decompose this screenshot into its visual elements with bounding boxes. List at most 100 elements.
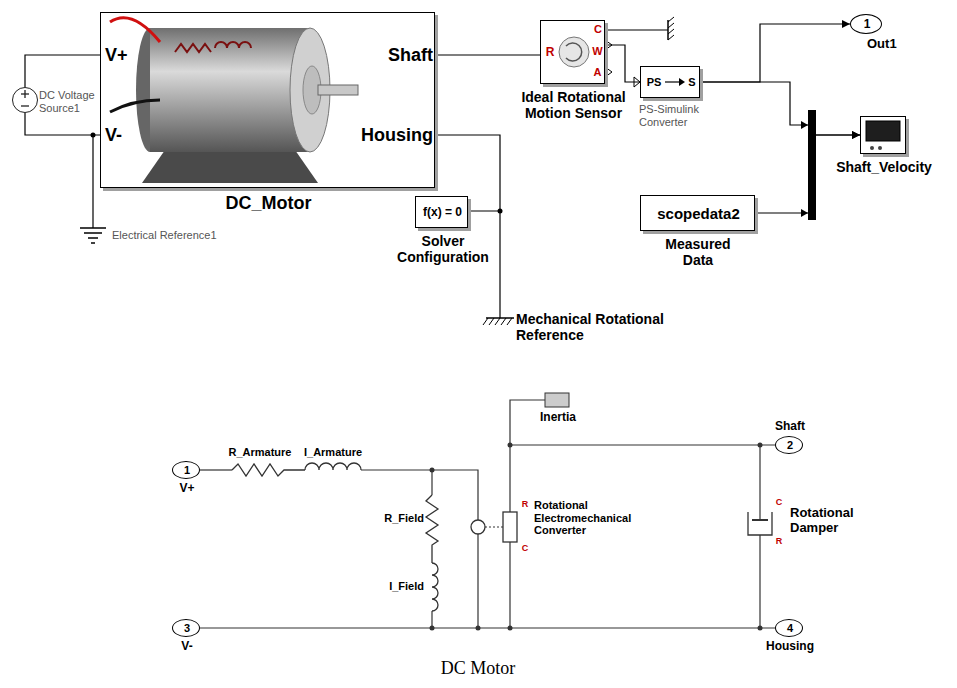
scope-screen xyxy=(866,121,900,141)
port-letter-holder: R xyxy=(544,46,556,60)
junction-dot xyxy=(758,626,763,631)
ground-symbol xyxy=(88,237,98,239)
block-name-holder: Shaft_Velocity xyxy=(824,159,944,175)
reference-symbol xyxy=(667,20,669,40)
converter-mechanical xyxy=(503,512,517,542)
port-letter: R xyxy=(776,536,783,546)
port-letter-holder: C xyxy=(520,543,530,553)
reference-hatch xyxy=(668,35,674,40)
inductor-symbol xyxy=(432,563,438,611)
sensor-icon xyxy=(566,43,582,61)
motor-shaft xyxy=(318,85,358,95)
mechanical-wire xyxy=(435,54,540,55)
motor-block: V+ShaftV-HousingDC_Motor xyxy=(100,12,435,188)
resistor-symbol xyxy=(232,464,305,476)
block-text-holder: f(x) = 0 xyxy=(416,206,469,220)
converter-block: PSSPS-Simulink Converter xyxy=(640,66,700,98)
port-number-holder: 1 xyxy=(173,464,201,477)
reference-hatch xyxy=(668,17,674,22)
component-name: Inertia xyxy=(540,410,576,424)
junction-dot xyxy=(508,443,513,448)
signal-line xyxy=(700,82,860,135)
arrowhead xyxy=(801,209,808,217)
port-label-holder: Housing xyxy=(760,640,820,654)
port-letter-holder: C xyxy=(774,497,784,507)
electrical-wire xyxy=(25,113,100,135)
wire xyxy=(92,135,93,228)
component-name-holder: R_Field xyxy=(366,512,424,525)
port-letter-holder: A xyxy=(591,66,604,79)
component-name-holder: I_Armature xyxy=(298,446,368,459)
physical-signal-line xyxy=(605,45,640,82)
component-name: I_Armature xyxy=(304,446,362,458)
port-letter: C xyxy=(594,23,602,35)
port-number: 2 xyxy=(787,439,793,451)
block-text-holder: scopedata2 xyxy=(641,205,756,222)
wire xyxy=(509,542,510,628)
port-number: 4 xyxy=(787,622,793,634)
inertia-symbol xyxy=(545,393,569,407)
component-name: R_Armature xyxy=(229,446,292,458)
block-name: Out1 xyxy=(867,36,897,51)
symbol-name-holder: Mechanical Rotational Reference xyxy=(516,311,676,343)
wire xyxy=(200,469,232,470)
component-name-holder: Rotational Electromechanical Converter xyxy=(534,499,646,537)
electrical-wire xyxy=(25,55,100,87)
outport: 1Out1 xyxy=(850,14,882,34)
reference-hatch xyxy=(489,318,494,325)
component-name-holder: Rotational Damper xyxy=(790,506,882,536)
converter-electrical xyxy=(471,520,485,534)
motor-body xyxy=(150,28,310,152)
mux-bar xyxy=(808,110,816,220)
block-text-holder: S xyxy=(685,76,699,89)
port-letter-holder: C xyxy=(592,23,604,36)
junction-dot xyxy=(476,626,481,631)
component-name: R_Field xyxy=(384,512,424,524)
port-label-holder: Housing xyxy=(323,125,433,146)
block-text-holder: PS xyxy=(643,76,665,89)
wire xyxy=(605,29,668,30)
wire xyxy=(510,444,775,445)
port-label: Shaft xyxy=(775,419,805,433)
motor-mount xyxy=(142,150,318,183)
port-letter-holder: W xyxy=(591,45,604,58)
sensor-block: CRWAIdeal Rotational Motion Sensor xyxy=(540,20,605,84)
converter-arrow xyxy=(679,78,685,86)
port-number-holder: 4 xyxy=(776,622,804,635)
port-letter-holder: R xyxy=(520,499,530,509)
block-name: Shaft_Velocity xyxy=(836,159,932,175)
ground-symbol xyxy=(84,232,102,234)
caption-holder: DC Motor xyxy=(380,658,576,679)
red-lead xyxy=(110,18,160,42)
port-label-holder: V+ xyxy=(105,45,145,66)
block-name: Ideal Rotational Motion Sensor xyxy=(521,89,625,121)
block-name: DC Voltage Source1 xyxy=(39,89,95,114)
port-label-holder: V+ xyxy=(173,482,201,496)
port-number-holder: 3 xyxy=(173,622,201,635)
signal-line xyxy=(700,24,850,82)
coupling-line xyxy=(485,527,503,528)
port-letter: R xyxy=(522,499,529,509)
port-letter-holder: R xyxy=(774,536,784,546)
symbol-name: Mechanical Rotational Reference xyxy=(516,311,664,343)
port-letter: R xyxy=(546,45,555,59)
component-name-holder: I_Field xyxy=(366,580,424,593)
component-name-holder: Inertia xyxy=(540,411,600,425)
component-name: Rotational Electromechanical Converter xyxy=(534,499,631,536)
inductor-symbol xyxy=(305,463,361,470)
reference-hatch xyxy=(501,318,506,325)
component-name: I_Field xyxy=(389,580,424,592)
port-label: V+ xyxy=(179,481,194,495)
port-number-holder: 2 xyxy=(776,439,804,452)
port-label: V- xyxy=(105,125,122,145)
port-label-holder: Shaft xyxy=(363,45,433,66)
wire xyxy=(759,535,760,628)
ground-symbol xyxy=(91,242,95,244)
damper-symbol xyxy=(752,519,768,521)
converter-arrow xyxy=(665,81,679,82)
port-number: 1 xyxy=(864,17,871,31)
component-name: Rotational Damper xyxy=(790,505,854,535)
